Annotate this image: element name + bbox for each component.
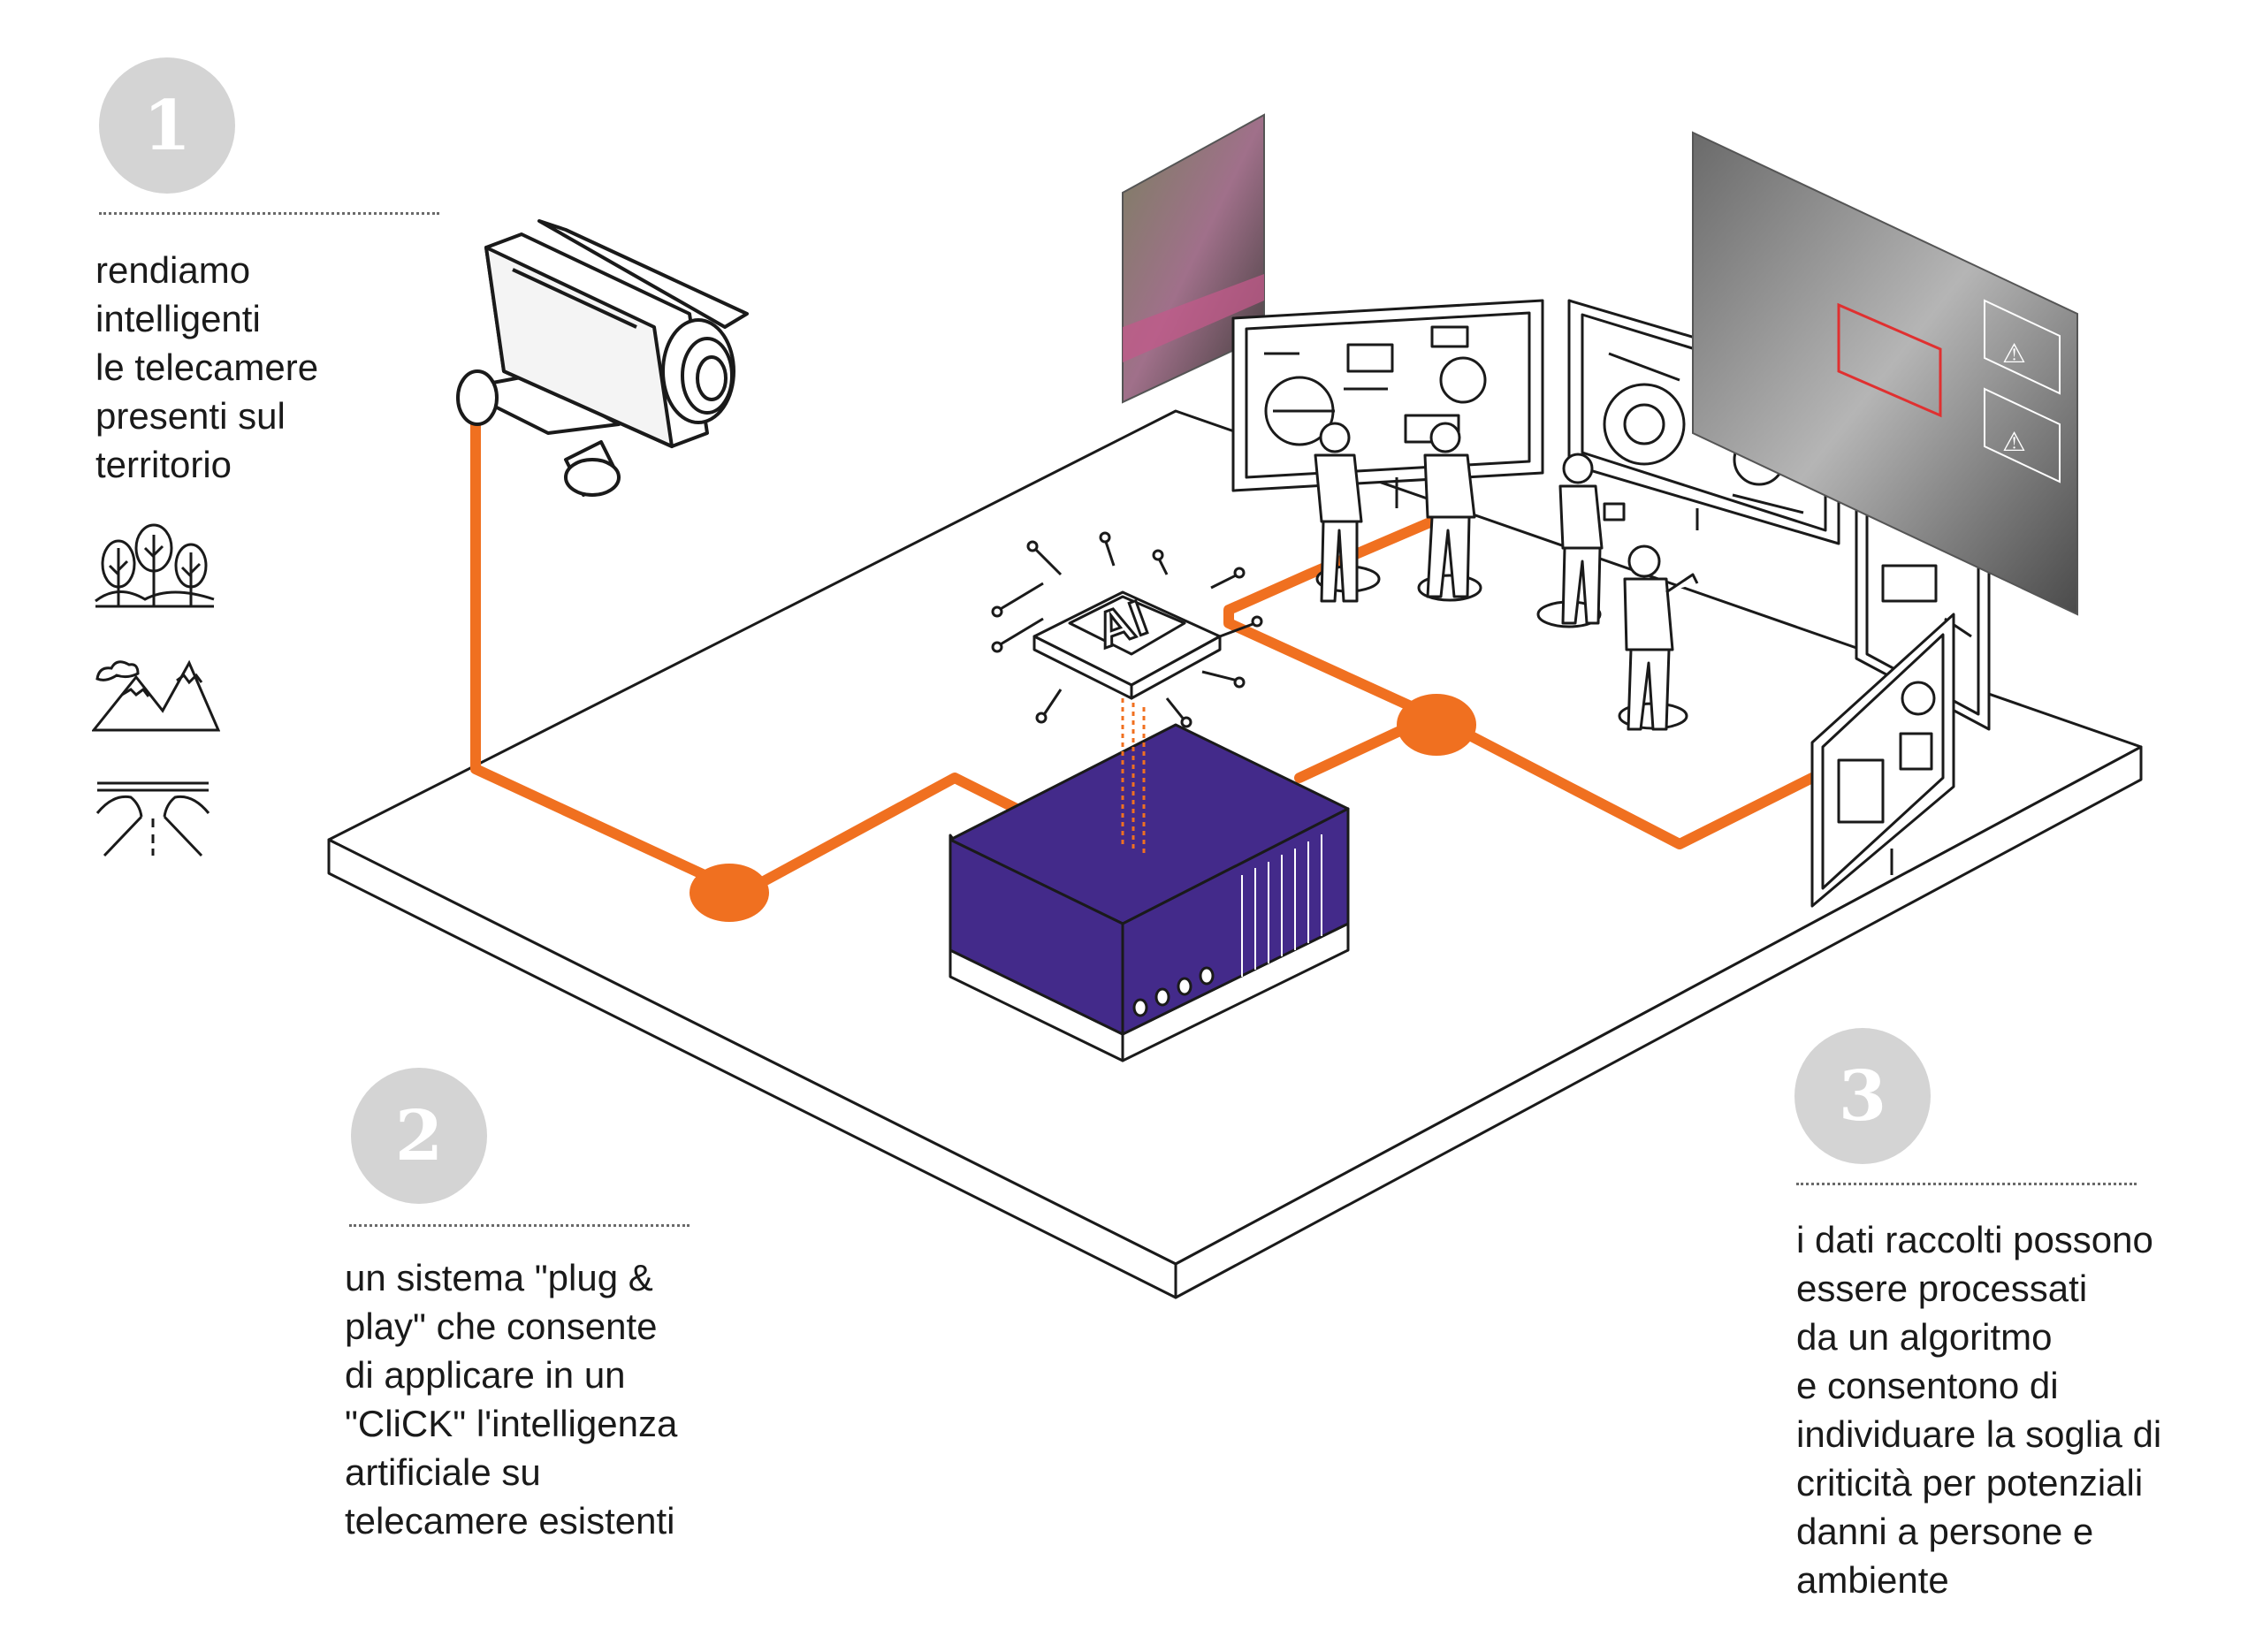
svg-text:⚠: ⚠: [2002, 339, 2026, 369]
step-1-divider: [99, 212, 439, 215]
step-3-number: 3: [1838, 1055, 1887, 1137]
step-3-badge: 3: [1794, 1028, 1931, 1164]
ai-chip: [991, 531, 1263, 728]
ai-server-box: [949, 723, 1350, 1062]
step-2-divider: [349, 1224, 690, 1227]
forest-icon: [95, 523, 215, 608]
step-1-number: 1: [142, 85, 192, 166]
step-2-number: 2: [394, 1095, 444, 1176]
road-bridge-icon: [95, 781, 210, 857]
step-1-text: rendiamo intelligenti le telecamere pres…: [95, 249, 319, 485]
step-3-divider: [1796, 1183, 2137, 1185]
svg-text:⚠: ⚠: [2002, 427, 2026, 458]
step-2-text: un sistema "plug & play" che consente di…: [345, 1257, 678, 1542]
mountains-icon: [92, 659, 220, 732]
step-2-badge: 2: [351, 1068, 487, 1204]
security-camera: [456, 219, 749, 497]
chip-signal-lines: [1121, 698, 1146, 857]
cable-junction-right: [1397, 694, 1476, 756]
operators: [1314, 422, 1699, 731]
cable-junction-left: [690, 864, 769, 922]
monitoring-screen: ⚠ ⚠: [1692, 131, 2078, 616]
step-1-badge: 1: [99, 57, 235, 194]
step-3-text: i dati raccolti possono essere processat…: [1796, 1219, 2162, 1601]
